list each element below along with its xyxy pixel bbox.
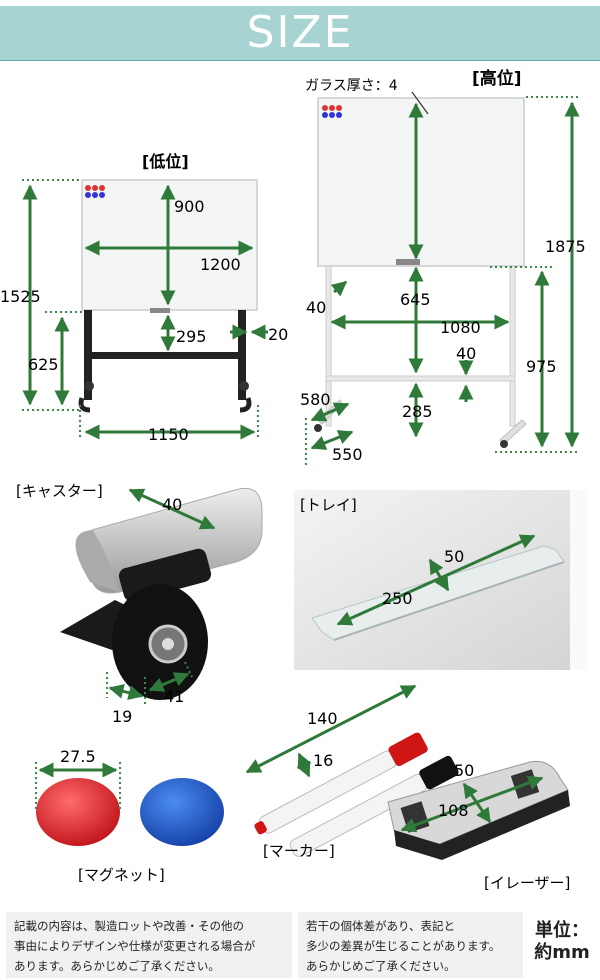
high-position-label: [高位] bbox=[472, 68, 522, 89]
dim-caster-width: 40 bbox=[162, 495, 182, 514]
dim-eraser-length: 108 bbox=[438, 801, 469, 820]
high-board bbox=[317, 97, 525, 267]
magnet-diagram: 27.5 [マグネット] bbox=[35, 747, 224, 884]
dim-tray-depth: 50 bbox=[444, 547, 464, 566]
dim-high-side-width: 40 bbox=[306, 298, 326, 317]
unit-label-line: 約mm bbox=[534, 942, 590, 963]
eraser-label: [イレーザー] bbox=[484, 874, 570, 892]
dim-low-total-height: 1525 bbox=[0, 287, 41, 306]
dim-low-board-width: 1200 bbox=[200, 255, 241, 274]
note-individual-difference-line: 若干の個体差があり、表記と bbox=[306, 919, 456, 933]
magnet-label: [マグネット] bbox=[78, 866, 165, 884]
dim-low-board-height: 900 bbox=[174, 197, 205, 216]
dim-high-bar-height: 40 bbox=[456, 344, 476, 363]
dim-high-base-inner: 550 bbox=[332, 445, 363, 464]
note-design-change-line: 事由によりデザインや仕様が変更される場合が bbox=[14, 939, 256, 953]
dim-magnet-diameter: 27.5 bbox=[60, 747, 96, 766]
dim-marker-diameter: 16 bbox=[313, 751, 333, 770]
whiteboard-diagram: [低位] 1525 900 1200 625 295 20 1150 bbox=[0, 68, 586, 465]
dim-caster-wheel-depth: 41 bbox=[164, 687, 184, 706]
red-magnet bbox=[36, 778, 120, 846]
dim-low-base-width: 1150 bbox=[148, 425, 189, 444]
dim-low-frame-thickness: 20 bbox=[268, 325, 288, 344]
unit-label: 単位： 約mm bbox=[526, 920, 598, 964]
dim-high-lower-height: 285 bbox=[402, 402, 433, 421]
blue-magnet bbox=[140, 778, 224, 846]
dim-low-frame-gap: 295 bbox=[176, 327, 207, 346]
header-bar bbox=[0, 6, 600, 60]
marker-label: [マーカー] bbox=[263, 842, 335, 860]
glass-thickness-label: ガラス厚さ：4 bbox=[305, 78, 398, 94]
tray-label: [トレイ] bbox=[300, 496, 357, 514]
header-banner: SIZE bbox=[0, 0, 600, 62]
dim-eraser-width: 50 bbox=[454, 761, 474, 780]
dim-high-total-height: 1875 bbox=[545, 237, 586, 256]
dim-low-bottom-height: 625 bbox=[28, 355, 59, 374]
caster-diagram: [キャスター] 40 19 41 bbox=[16, 482, 263, 726]
dim-high-bottom-height: 975 bbox=[526, 357, 557, 376]
note-individual-difference-line: 多少の差異が生じることがあります。 bbox=[306, 939, 501, 953]
low-position-label: [低位] bbox=[142, 152, 189, 171]
note-design-change-line: あります。あらかじめご了承ください。 bbox=[14, 959, 220, 973]
dim-marker-length: 140 bbox=[307, 709, 338, 728]
unit-label-line: 単位： bbox=[535, 920, 589, 941]
high-position-stand bbox=[314, 97, 527, 448]
eraser-diagram: 50 108 [イレーザー] bbox=[387, 760, 570, 892]
caster-label: [キャスター] bbox=[16, 482, 103, 500]
dim-high-mid-height: 645 bbox=[400, 290, 431, 309]
dim-tray-length: 250 bbox=[382, 589, 413, 608]
dim-high-base-depth: 580 bbox=[300, 390, 331, 409]
dim-caster-wheel-width: 19 bbox=[112, 707, 132, 726]
note-design-change-line: 記載の内容は、製造ロットや改善・その他の bbox=[14, 919, 244, 933]
tray-diagram: [トレイ] 50 250 bbox=[294, 490, 588, 670]
note-individual-difference: 若干の個体差があり、表記と 多少の差異が生じることがあります。 あらかじめご了承… bbox=[298, 912, 523, 978]
note-individual-difference-line: あらかじめご了承ください。 bbox=[306, 959, 456, 973]
note-design-change: 記載の内容は、製造ロットや改善・その他の 事由によりデザインや仕様が変更される場… bbox=[6, 912, 292, 978]
page-title: SIZE bbox=[246, 7, 354, 58]
header-underline bbox=[0, 60, 600, 61]
dim-high-frame-width: 1080 bbox=[440, 318, 481, 337]
